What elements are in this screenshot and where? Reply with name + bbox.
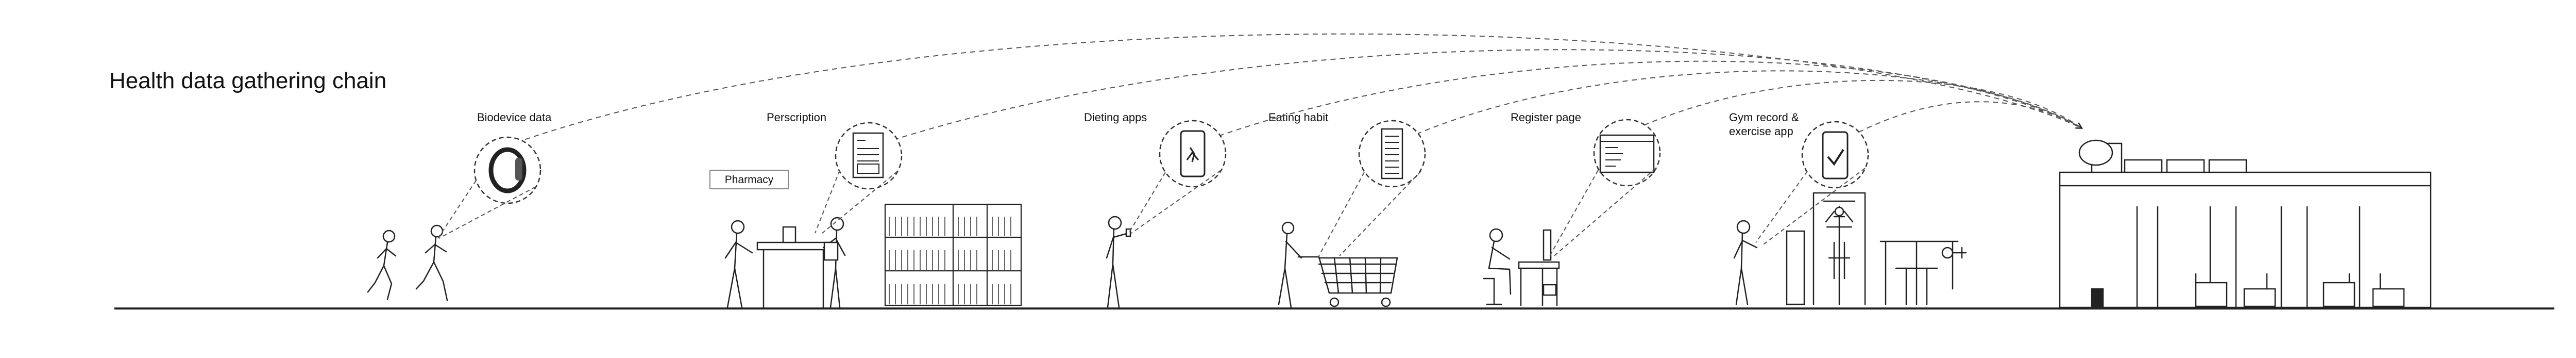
data-flow-arcs — [507, 33, 2083, 146]
desk-computer-illustration — [1483, 228, 1560, 306]
runners-illustration — [367, 224, 448, 301]
stage-label-prescription: Perscription — [767, 111, 827, 124]
callout-lines-prescription — [815, 170, 898, 234]
arc-register-page — [1602, 79, 2082, 146]
callout-lines-biodevice — [437, 180, 536, 239]
stage-label-eating-habit: Eating habit — [1268, 111, 1329, 124]
stage-label-register-page: Register page — [1511, 111, 1581, 124]
walking-person-phone-illustration — [1106, 216, 1131, 308]
arc-prescription — [875, 49, 2082, 146]
callout-lines-gym — [1755, 168, 1866, 246]
receipt-icon — [1358, 120, 1426, 188]
phone-app-icon — [1159, 120, 1227, 188]
smart-band-icon — [473, 136, 541, 204]
callout-lines-dieting — [1129, 170, 1222, 234]
data-center-building-icon — [2059, 139, 2432, 308]
callout-lines-register — [1549, 168, 1656, 258]
phone-checkmark-icon — [1801, 121, 1869, 189]
prescription-form-icon — [835, 122, 903, 190]
pharmacy-sign: Pharmacy — [709, 170, 789, 189]
gym-illustration — [1733, 192, 1967, 305]
arc-biodevice — [507, 33, 2082, 146]
stage-label-dieting-apps: Dieting apps — [1084, 111, 1147, 124]
diagram-title: Health data gathering chain — [109, 68, 387, 93]
pharmacy-counter-illustration — [724, 217, 846, 308]
pharmacy-shelves-illustration — [884, 203, 1022, 306]
web-form-icon — [1593, 119, 1661, 187]
callout-lines-eating — [1318, 171, 1421, 256]
arc-dieting-apps — [1192, 60, 2082, 146]
pharmacy-sign-label: Pharmacy — [725, 174, 774, 186]
shopper-cart-illustration — [1278, 221, 1398, 308]
stage-label-gym-record: Gym record & — [1729, 111, 1799, 124]
arc-eating-habit — [1391, 70, 2082, 146]
stage-label-gym-record-line2: exercise app — [1729, 125, 1793, 138]
stage-label-biodevice: Biodevice data — [477, 111, 552, 124]
